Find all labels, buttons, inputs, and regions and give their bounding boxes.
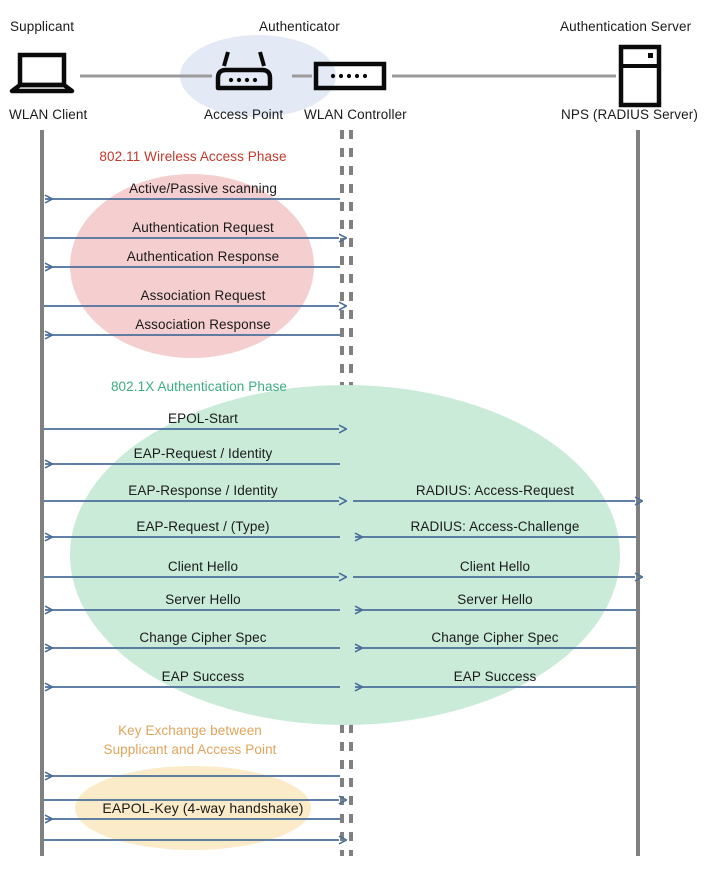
msg-client-hello-left: Client Hello: [167, 559, 239, 574]
msg-authentication-response: Authentication Response: [126, 249, 280, 264]
msg-eap-success-left: EAP Success: [161, 669, 245, 684]
phase-8021x-arrows-right: [353, 501, 636, 687]
actor-role-authentication-server: Authentication Server: [560, 19, 692, 34]
wlan-controller-icon: [313, 61, 387, 91]
phase-key-ellipse: [75, 766, 311, 850]
phase-label-8021x: 802.1X Authentication Phase: [110, 379, 288, 394]
msg-server-hello-left: Server Hello: [165, 592, 241, 607]
msg-eap-response-identity: EAP-Response / Identity: [128, 483, 278, 498]
msg-server-hello-right: Server Hello: [457, 592, 533, 607]
msg-radius-access-challenge: RADIUS: Access-Challenge: [410, 519, 580, 534]
phase-label-key-line1: Key Exchange between: [118, 723, 262, 738]
msg-association-request: Association Request: [140, 288, 266, 303]
actor-device-access-point: Access Point: [204, 107, 284, 122]
phase-80211-arrows: [44, 199, 340, 335]
msg-change-cipher-spec-left: Change Cipher Spec: [139, 630, 267, 645]
phase-label-key-line2: Supplicant and Access Point: [103, 742, 277, 757]
phase-label-80211: 802.11 Wireless Access Phase: [99, 149, 287, 164]
actor-role-authenticator: Authenticator: [259, 19, 340, 34]
msg-authentication-request: Authentication Request: [132, 220, 274, 235]
phase-8021x-arrows-left: [44, 429, 340, 687]
phase-80211-ellipse: [70, 174, 314, 358]
msg-eap-request-type: EAP-Request / (Type): [136, 519, 270, 534]
phase-8021x-ellipse: [70, 385, 620, 725]
actor-device-wlan-client: WLAN Client: [9, 107, 88, 122]
msg-eapol-key-handshake: EAPOL-Key (4-way handshake): [102, 800, 304, 816]
actor-role-supplicant: Supplicant: [10, 19, 75, 34]
laptop-icon: [9, 52, 75, 94]
msg-association-response: Association Response: [135, 317, 271, 332]
actor-device-nps: NPS (RADIUS Server): [561, 107, 698, 122]
wireless-router-icon: [215, 51, 273, 91]
phase-key-arrows: [44, 776, 340, 840]
actor-device-wlan-controller: WLAN Controller: [304, 107, 407, 122]
server-icon: [618, 44, 662, 108]
msg-client-hello-right: Client Hello: [459, 559, 531, 574]
msg-radius-access-request: RADIUS: Access-Request: [415, 483, 575, 498]
msg-active-passive-scanning: Active/Passive scanning: [129, 181, 277, 196]
msg-epol-start: EPOL-Start: [167, 411, 239, 426]
authenticator-group-ellipse: [180, 35, 336, 117]
msg-change-cipher-spec-right: Change Cipher Spec: [431, 630, 559, 645]
msg-eap-success-right: EAP Success: [453, 669, 537, 684]
msg-eap-request-identity: EAP-Request / Identity: [133, 446, 273, 461]
